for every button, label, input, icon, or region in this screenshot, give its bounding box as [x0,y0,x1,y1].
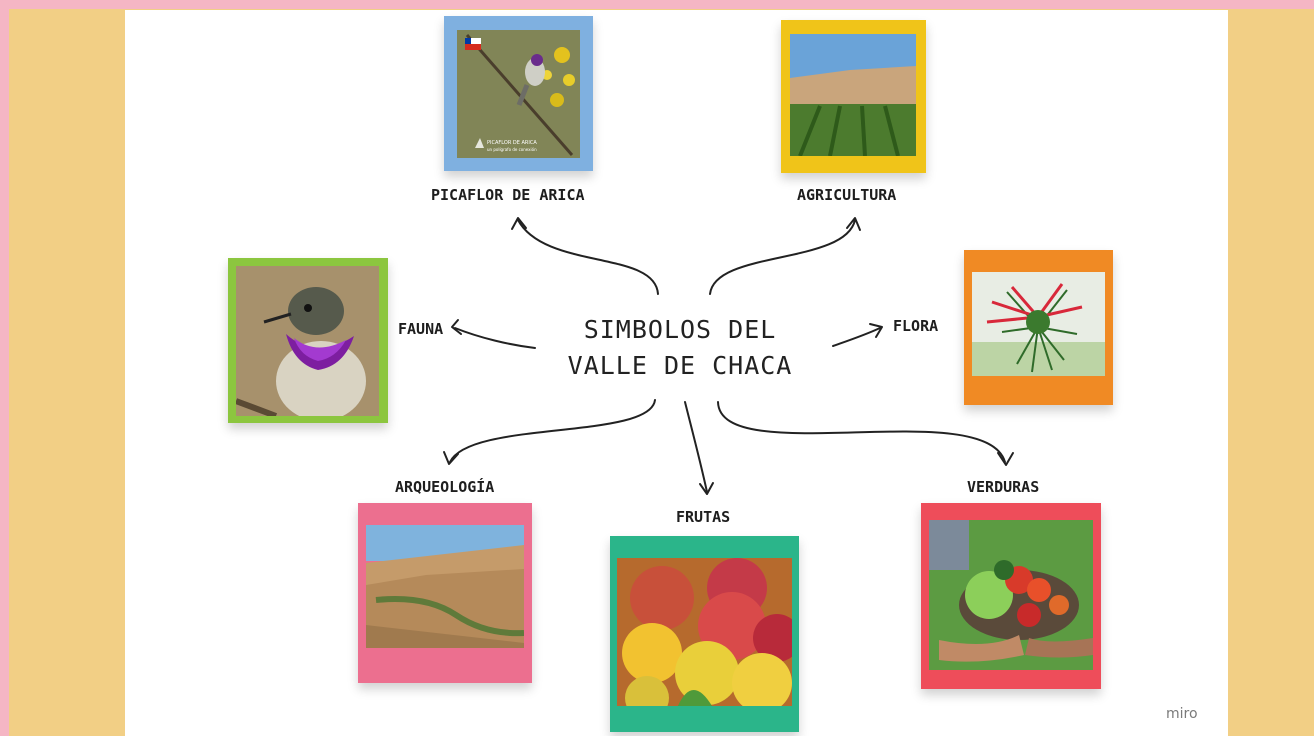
left-border [0,0,9,736]
arrow-to-picaflor [517,219,659,295]
diagram-title: SIMBOLOS DEL VALLE DE CHACA [520,312,840,384]
card-verduras[interactable] [921,503,1101,689]
miro-watermark: miro [1166,706,1198,722]
photo-caption-line-1: PICAFLOR DE ARICA [487,140,537,146]
photo-agricultura [790,34,916,156]
label-arqueologia: ARQUEOLOGÍA [395,478,495,496]
arrow-to-agricultura [709,219,856,295]
photo-fauna [236,266,379,416]
card-arqueologia[interactable] [358,503,532,683]
label-verduras: VERDURAS [967,478,1040,496]
card-picaflor[interactable]: PICAFLOR DE ARICA un polígrafo de conexi… [444,16,593,171]
title-line-1: SIMBOLOS DEL [583,315,777,344]
arrow-to-arqueologia [449,399,656,463]
card-frutas[interactable] [610,536,799,732]
arrow-to-verduras [717,401,1006,463]
photo-frutas [617,558,792,706]
arrow-to-frutas [684,401,708,493]
arrow-to-fauna [454,327,536,349]
hummingbird-logo-icon [475,138,484,148]
photo-verduras [929,520,1093,670]
photo-caption-line-2: un polígrafo de conexión [487,147,537,152]
arrow-to-flora [832,327,881,347]
label-picaflor: PICAFLOR DE ARICA [431,186,585,204]
label-frutas: FRUTAS [676,508,731,526]
top-border [0,0,1314,9]
card-agricultura[interactable] [781,20,926,173]
label-flora: FLORA [893,317,939,335]
photo-arqueologia [366,525,524,648]
card-fauna[interactable] [228,258,388,423]
label-fauna: FAUNA [398,320,444,338]
card-flora[interactable] [964,250,1113,405]
title-line-2: VALLE DE CHACA [567,351,793,380]
label-agricultura: AGRICULTURA [797,186,897,204]
photo-flora [972,272,1105,376]
photo-picaflor: PICAFLOR DE ARICA un polígrafo de conexi… [457,30,580,158]
